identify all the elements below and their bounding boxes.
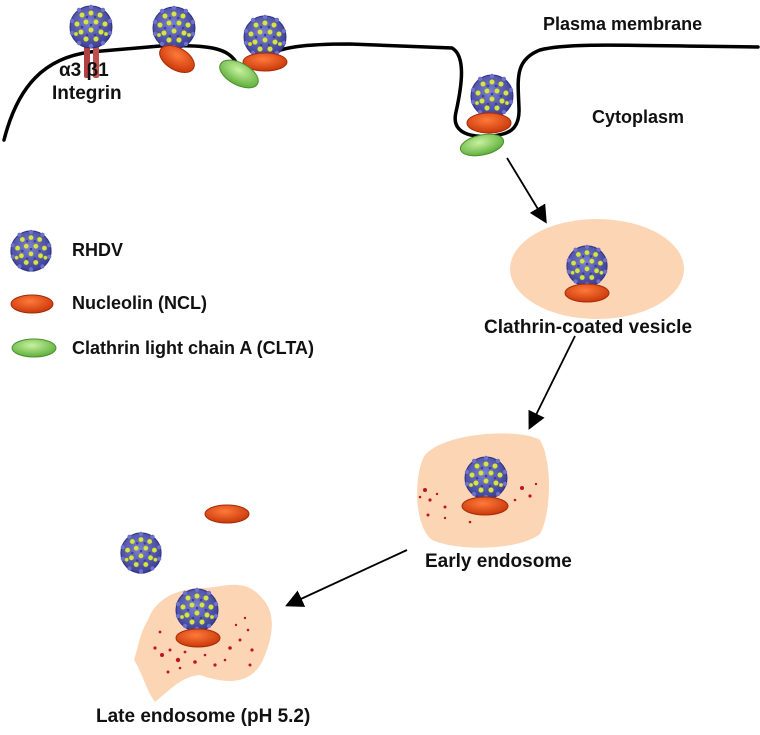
- nucleolin-icon: [466, 112, 512, 134]
- nucleolin-icon: [242, 52, 288, 72]
- plasma-membrane: [2, 42, 760, 142]
- acidic-dots: [418, 482, 538, 524]
- integrin-subunit-label: α3 β1: [59, 60, 109, 81]
- clathrin-light-chain-icon: [219, 59, 259, 89]
- rhdv-virion-icon: [243, 14, 287, 59]
- legend-label-clta: Clathrin light chain A (CLTA): [72, 338, 314, 358]
- nucleolin-icon: [564, 283, 610, 303]
- legend-label-rhdv: RHDV: [72, 240, 124, 260]
- late-endosome-label: Late endosome (pH 5.2): [96, 706, 311, 727]
- pathway-arrow: [285, 549, 408, 607]
- rhdv-virion-icon: [10, 229, 52, 272]
- integrin-label: Integrin: [52, 83, 122, 104]
- nucleolin-icon: [461, 496, 509, 516]
- nucleolin-icon: [159, 45, 195, 73]
- pathway-arrow: [506, 157, 547, 224]
- nucleolin-icon: [204, 504, 250, 524]
- legend: [10, 229, 57, 358]
- early-endosome-label: Early endosome: [425, 551, 572, 572]
- rhdv-virion-icon: [69, 4, 113, 49]
- rhdv-virion-icon: [120, 531, 162, 574]
- nucleolin-icon: [175, 628, 221, 648]
- pathway-arrow: [528, 335, 576, 430]
- clathrin-light-chain-icon: [11, 338, 57, 358]
- acidic-dots: [153, 616, 254, 674]
- rhdv-virion-icon: [470, 73, 514, 118]
- clathrin-coated-vesicle-label: Clathrin-coated vesicle: [484, 317, 693, 338]
- clathrin-light-chain-icon: [459, 133, 505, 157]
- legend-label-nucleolin: Nucleolin (NCL): [72, 293, 207, 313]
- plasma-membrane-label: Plasma membrane: [543, 14, 703, 34]
- rhdv-virion-icon: [152, 5, 196, 50]
- cytoplasm-label: Cytoplasm: [592, 107, 685, 127]
- nucleolin-icon: [10, 294, 54, 314]
- integrin-receptor-icon: [84, 44, 99, 78]
